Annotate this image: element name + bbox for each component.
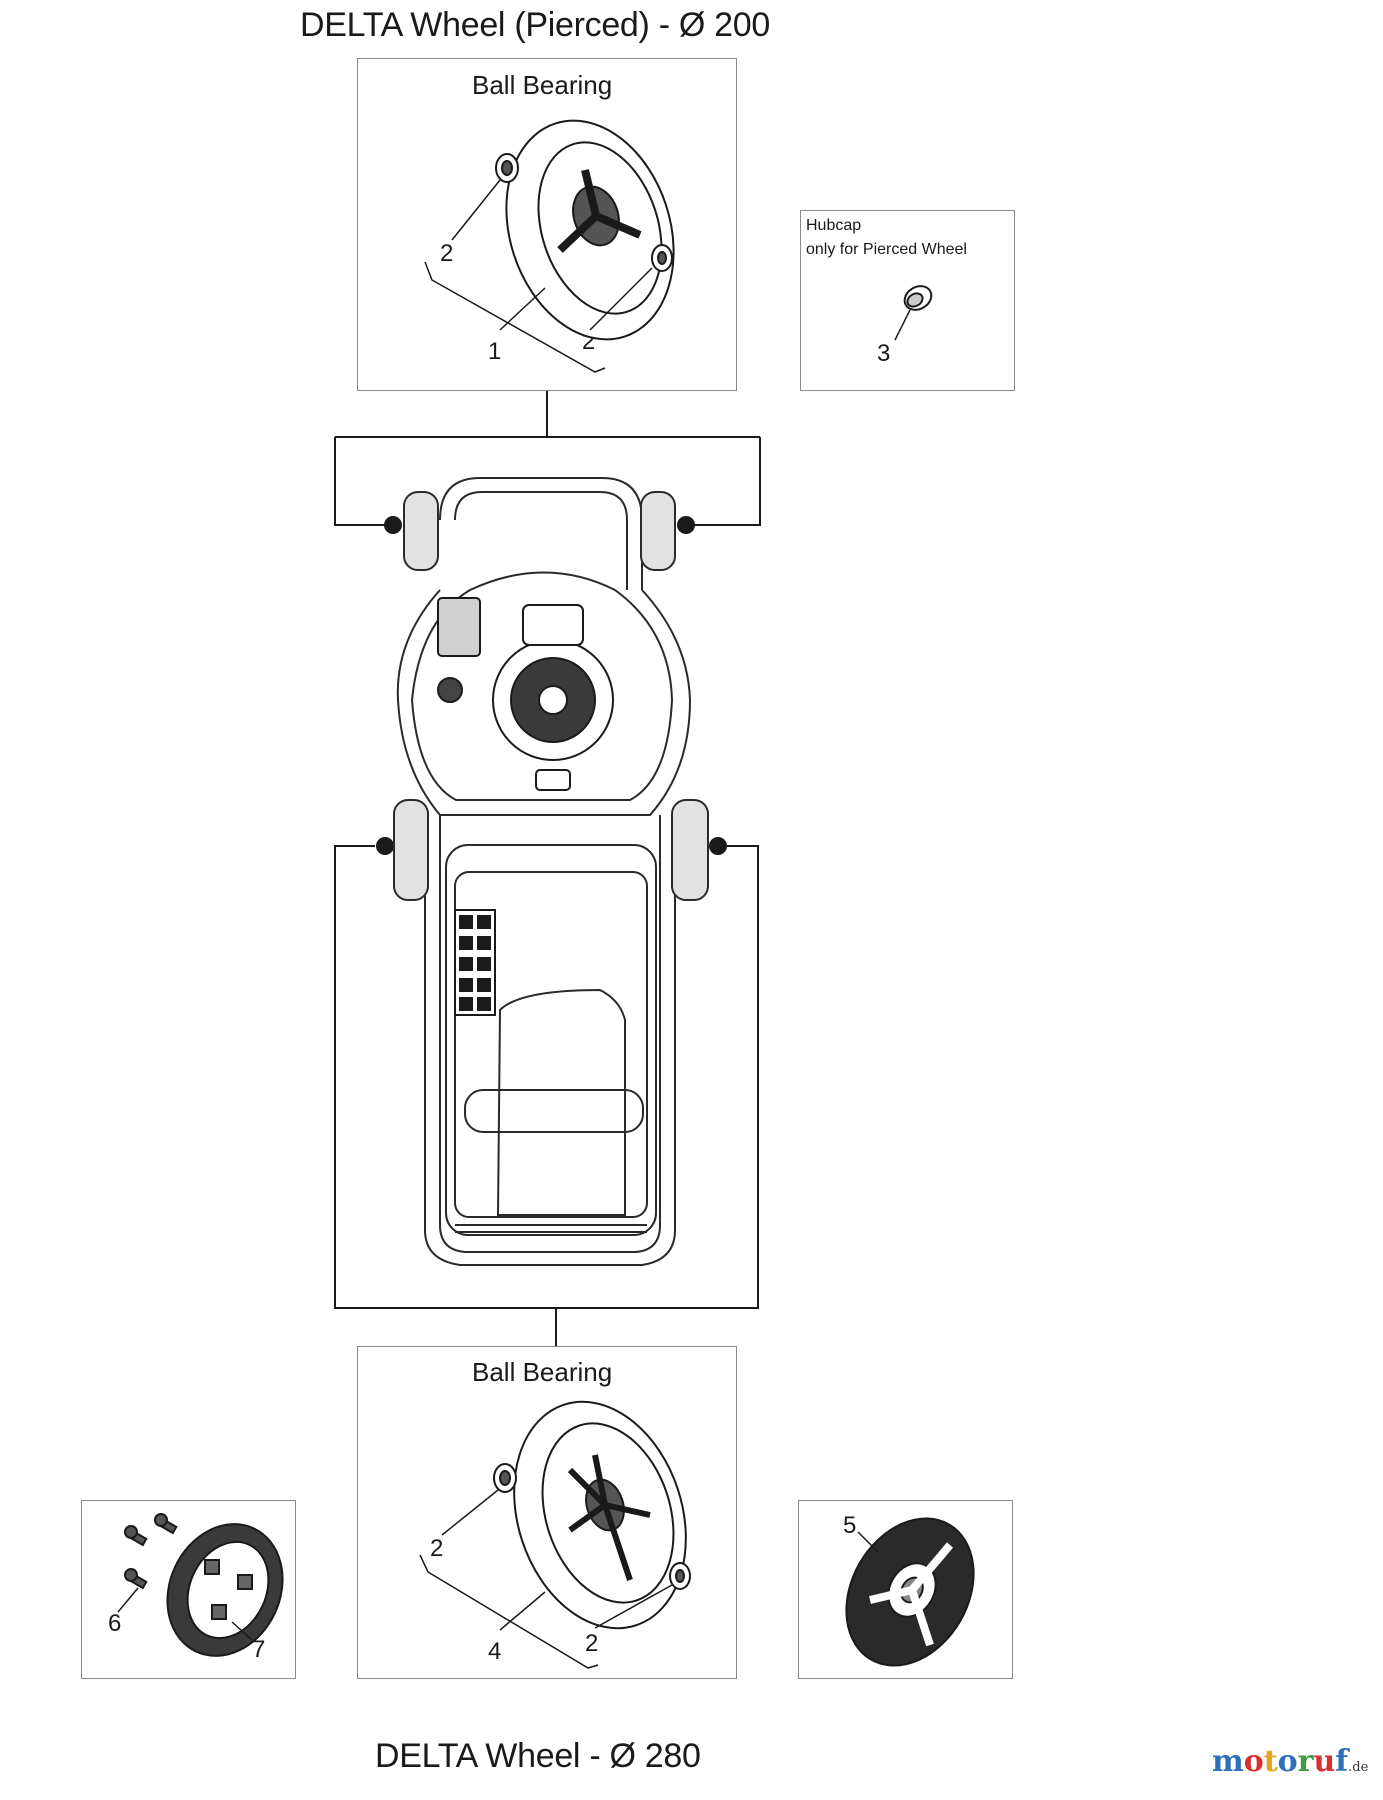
box-bottom-wheel [357, 1346, 737, 1679]
motoruf-logo: motoruf.de [1212, 1744, 1368, 1779]
logo-letter: u [1313, 1744, 1336, 1779]
leader-lines-top [424, 179, 653, 373]
callout-2-bottom-right: 2 [585, 1630, 599, 1657]
leader-lines-bottom [419, 1489, 673, 1669]
attach-point-front-right [677, 516, 695, 534]
mower-top-view [396, 477, 692, 1266]
logo-letter: m [1212, 1744, 1244, 1779]
screws [124, 1513, 178, 1590]
mounted-wheels [393, 491, 709, 901]
callout-1: 1 [488, 338, 502, 365]
callout-2-top-left: 2 [440, 240, 454, 267]
box-screws-ring [81, 1500, 296, 1679]
box-hubcap [800, 210, 1015, 391]
label-hubcap-note: only for Pierced Wheel [806, 241, 967, 258]
toothed-ring [166, 1523, 284, 1657]
callout-4: 4 [488, 1638, 502, 1665]
callout-2-bottom-left: 2 [430, 1535, 444, 1562]
callout-7: 7 [252, 1636, 266, 1663]
wheel-pierced-200 [495, 119, 675, 341]
wheel-280 [493, 1400, 691, 1630]
label-hubcap: Hubcap [806, 217, 862, 234]
title-bottom: DELTA Wheel - Ø 280 [375, 1737, 701, 1775]
attach-point-front-left [384, 516, 402, 534]
attach-point-rear-left [376, 837, 394, 855]
title-top: DELTA Wheel (Pierced) - Ø 200 [300, 6, 770, 44]
logo-letter: o [1243, 1744, 1264, 1779]
attach-point-rear-right [709, 837, 727, 855]
logo-letter: r [1297, 1744, 1314, 1779]
box-cover [798, 1500, 1013, 1679]
box-top-wheel [357, 58, 737, 391]
engine [437, 597, 614, 791]
logo-letter: t [1263, 1744, 1278, 1779]
logo-suffix: .de [1348, 1760, 1369, 1775]
logo-letters: motoruf [1212, 1744, 1348, 1779]
callout-5: 5 [843, 1512, 857, 1539]
logo-letter: f [1335, 1744, 1349, 1779]
logo-letter: o [1277, 1744, 1298, 1779]
warning-label [454, 909, 496, 1016]
hubcap-part [903, 285, 933, 311]
wheel-cover [845, 1517, 975, 1667]
label-ball-bearing-top: Ball Bearing [472, 70, 613, 100]
label-ball-bearing-bottom: Ball Bearing [472, 1357, 613, 1387]
callout-3: 3 [877, 340, 891, 367]
callout-6: 6 [108, 1610, 122, 1637]
